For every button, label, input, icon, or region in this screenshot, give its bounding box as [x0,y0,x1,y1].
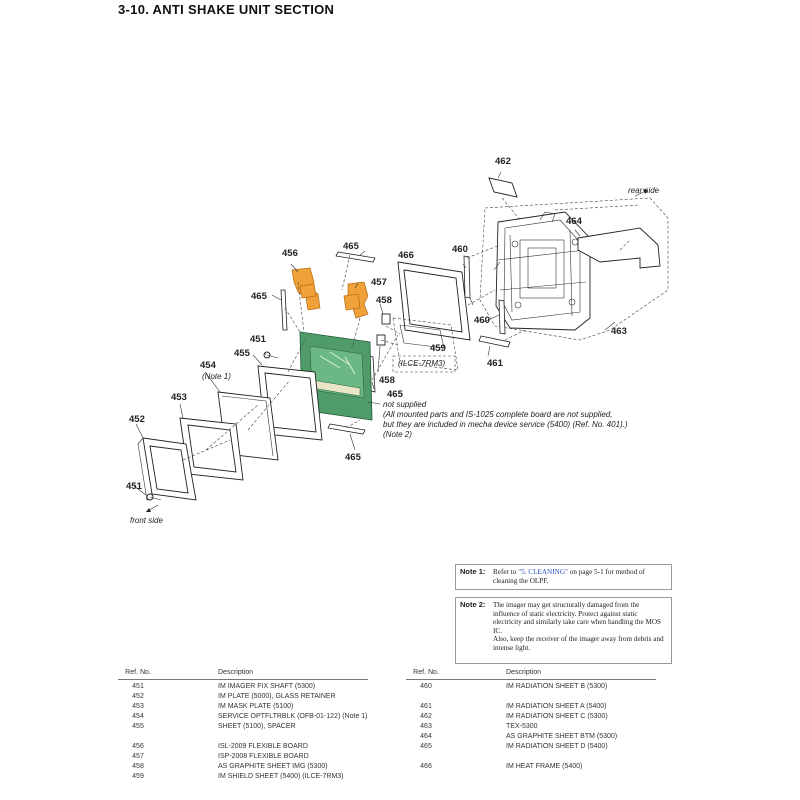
exploded-view-diagram: 462 464 463 460 460 461 466 465 456 457 … [126,156,669,525]
note2-marker: (Note 2) [383,430,412,439]
callout-465a: 465 [343,241,360,252]
leader-lines [133,171,616,496]
note-2-box: Note 2: The imager may get structurally … [455,597,672,664]
callout-452: 452 [129,414,145,425]
callout-456: 456 [282,248,298,259]
part-463-frame [479,197,669,341]
direction-arrows [145,189,649,513]
note-1-label: Note 1: [460,567,486,576]
part-465-radiation-sheet-d [280,251,376,435]
not-supplied-desc-2: but they are included in mecha device se… [383,420,628,429]
cleaning-link[interactable]: "5. CLEANING" [518,568,568,576]
not-supplied-desc-1: (All mounted parts and IS-1025 complete … [383,410,612,419]
callout-465b: 465 [251,291,268,302]
callout-451a: 451 [250,334,267,345]
callout-458a: 458 [376,295,392,306]
anti-shake-mechanism-unit [495,211,591,331]
callout-459: 459 [430,343,446,354]
callout-463: 463 [611,326,627,337]
callout-465c: 465 [387,389,404,400]
ilce-label: (ILCE-7RM3) [398,359,445,368]
part-462-radiation-sheet-c [488,177,518,198]
table-header: Ref. No. Description [118,668,368,680]
callout-454: 454 [200,360,217,371]
part-466-heat-frame [397,261,471,341]
callout-457: 457 [371,277,387,288]
note-2-text: The imager may get structurally damaged … [493,601,664,652]
callout-465d: 465 [345,452,362,463]
callout-464: 464 [566,216,583,227]
part-459-shield-sheet [392,317,459,371]
part-458-graphite-sheet-img [376,313,391,346]
note-2-label: Note 2: [460,600,486,609]
table-header: Ref. No. Description [406,668,656,680]
not-supplied-leader [367,401,381,405]
part-461-radiation-sheet-a [478,335,511,348]
callout-460b: 460 [474,315,490,326]
part-455-sheet-spacer [257,365,323,441]
callout-462: 462 [495,156,511,167]
part-460-radiation-sheet-b [463,255,506,335]
assembly-guide-lines [182,197,631,461]
callout-460a: 460 [452,244,468,255]
note-1-text: Refer to "5. CLEANING" on page 5-1 for m… [493,568,645,585]
not-supplied-label: not supplied [383,400,427,409]
part-456-flexible-board [291,267,321,311]
callout-453: 453 [171,392,187,403]
callout-466: 466 [398,250,414,261]
part-452-glass-retainer-plate [137,437,197,501]
ilce-7rm3-marker [392,355,456,373]
note-1-box: Note 1: Refer to "5. CLEANING" on page 5… [455,564,672,590]
page-title: 3-10. ANTI SHAKE UNIT SECTION [118,2,335,17]
front-side-label: front side [130,516,163,525]
part-453-mask-plate [179,417,244,481]
rear-side-label: rear side [628,186,660,195]
part-464-graphite-sheet-btm [577,227,661,269]
callout-451b: 451 [126,481,143,492]
part-457-flexible-board [343,281,369,319]
callout-458b: 458 [379,375,395,386]
callout-461: 461 [487,358,504,369]
callout-455: 455 [234,348,251,359]
note1-marker: (Note 1) [202,372,231,381]
